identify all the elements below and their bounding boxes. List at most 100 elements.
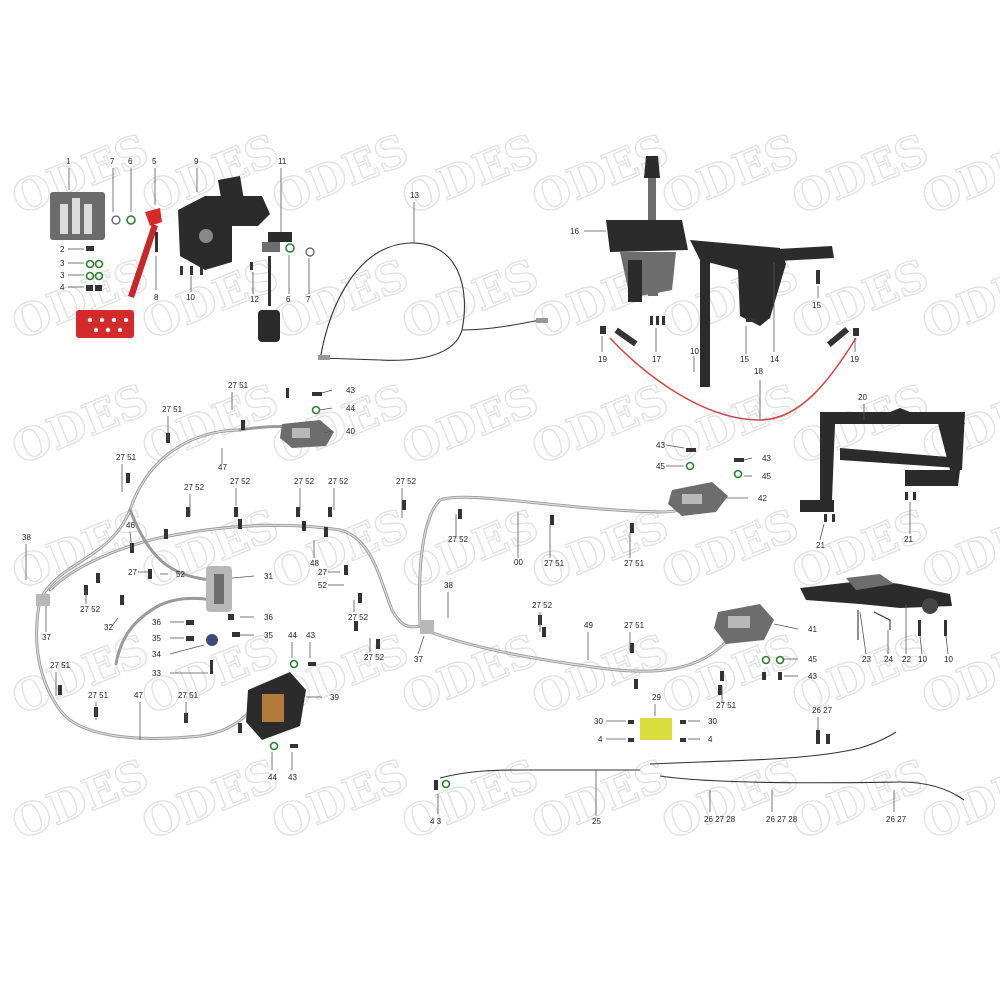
watermark-text: ODES: [525, 500, 676, 600]
watermark-text: ODES: [395, 750, 546, 850]
callout-label: 13: [410, 191, 419, 200]
callout-label: 27 51: [88, 691, 109, 700]
watermark-text: ODES: [915, 500, 1000, 600]
callout-label: 43: [808, 672, 817, 681]
watermark-text: ODES: [785, 750, 936, 850]
callout-label: 12: [250, 295, 259, 304]
callout-label: 27 52: [396, 477, 417, 486]
callout-leader-line: [665, 444, 685, 449]
callout-label: 21: [816, 541, 825, 550]
callout-label: 2: [60, 245, 65, 254]
line-clip: [126, 473, 130, 483]
callout-label: 48: [310, 559, 319, 568]
callout-label: 49: [584, 621, 593, 630]
callout-label: 47: [134, 691, 143, 700]
line-clip: [358, 593, 362, 603]
callout-leader-line: [111, 617, 119, 627]
line-clip: [542, 627, 546, 637]
callout-label: 35: [264, 631, 273, 640]
callout-label: 29: [652, 693, 661, 702]
callout-label: 52: [318, 581, 327, 590]
callout-label: 42: [758, 494, 767, 503]
callout-label: 46: [126, 521, 135, 530]
callout-label: 27 51: [178, 691, 199, 700]
watermark-text: ODES: [655, 750, 806, 850]
callout-leader-line: [919, 635, 923, 655]
callout-label: 27: [318, 568, 327, 577]
junction-block-right: [420, 620, 434, 634]
callout-label: 27 52: [364, 653, 385, 662]
watermark-text: ODES: [525, 375, 676, 475]
callout-label: 4: [598, 735, 603, 744]
callout-label: 27 51: [716, 701, 737, 710]
callout-label: 44: [346, 404, 355, 413]
callout-label: 10: [186, 293, 195, 302]
junction-block-left: [36, 594, 50, 606]
line-clip: [630, 643, 634, 653]
watermark-text: ODES: [915, 625, 1000, 725]
callout-label: 38: [22, 533, 31, 542]
callout-label: 40: [346, 427, 355, 436]
pedal-group: [50, 192, 162, 338]
line-clip: [234, 507, 238, 517]
callout-leader-line: [773, 623, 799, 630]
callout-label: 7: [306, 295, 311, 304]
callout-leader-line: [319, 407, 333, 411]
callout-label: 27: [128, 568, 137, 577]
line-clip: [344, 565, 348, 575]
callout-label: 10: [944, 655, 953, 664]
callout-leader-line: [945, 635, 949, 655]
callout-label: 27 52: [328, 477, 349, 486]
master-cylinder-part: [186, 566, 240, 674]
callout-label: 45: [762, 472, 771, 481]
parking-brake-lever-part: [800, 574, 952, 640]
line-clip: [328, 507, 332, 517]
line-clip: [720, 671, 724, 681]
watermark-text: ODES: [5, 625, 156, 725]
watermark-text: ODES: [525, 750, 676, 850]
watermark-text: ODES: [785, 250, 936, 350]
callout-label: 27 52: [230, 477, 251, 486]
callout-label: 10: [690, 347, 699, 356]
watermark-text: ODES: [655, 375, 806, 475]
callout-label: 27 52: [184, 483, 205, 492]
callout-label: 27 51: [228, 381, 249, 390]
callout-label: 26 27 28: [766, 815, 798, 824]
watermark-text: ODES: [655, 125, 806, 225]
throttle-cable-part: [318, 242, 548, 361]
line-clip: [354, 621, 358, 631]
gear-shifter-part: [606, 156, 688, 302]
watermark-text: ODES: [915, 750, 1000, 850]
callout-label: 19: [598, 355, 607, 364]
watermark-text: ODES: [5, 750, 156, 850]
callout-label: 37: [42, 633, 51, 642]
callout-label: 20: [858, 393, 867, 402]
callout-label: 27 52: [80, 605, 101, 614]
callout-label: 26 27 28: [704, 815, 736, 824]
line-clip: [634, 679, 638, 689]
callout-label: 43: [346, 386, 355, 395]
brake-pedal-part: [145, 208, 162, 226]
callout-label: 9: [194, 157, 199, 166]
callout-label: 27 52: [348, 613, 369, 622]
callout-label: 43: [762, 454, 771, 463]
callout-label: 37: [414, 655, 423, 664]
callout-label: 31: [264, 572, 273, 581]
callout-label: 15: [740, 355, 749, 364]
callout-label: 27 52: [294, 477, 315, 486]
pedal-bracket-part: [178, 176, 270, 275]
watermark-text: ODES: [265, 750, 416, 850]
caliper-front-right-part: [668, 448, 744, 516]
callout-label: 10: [918, 655, 927, 664]
watermark-text: ODES: [395, 125, 546, 225]
callout-label: 34: [152, 650, 161, 659]
callout-label: 43: [306, 631, 315, 640]
caliper-front-left-part: [280, 388, 334, 448]
callout-label: 52: [176, 570, 185, 579]
line-clip: [164, 529, 168, 539]
callout-label: 39: [330, 693, 339, 702]
callout-label: 26 27: [812, 706, 833, 715]
callout-label: 23: [862, 655, 871, 664]
